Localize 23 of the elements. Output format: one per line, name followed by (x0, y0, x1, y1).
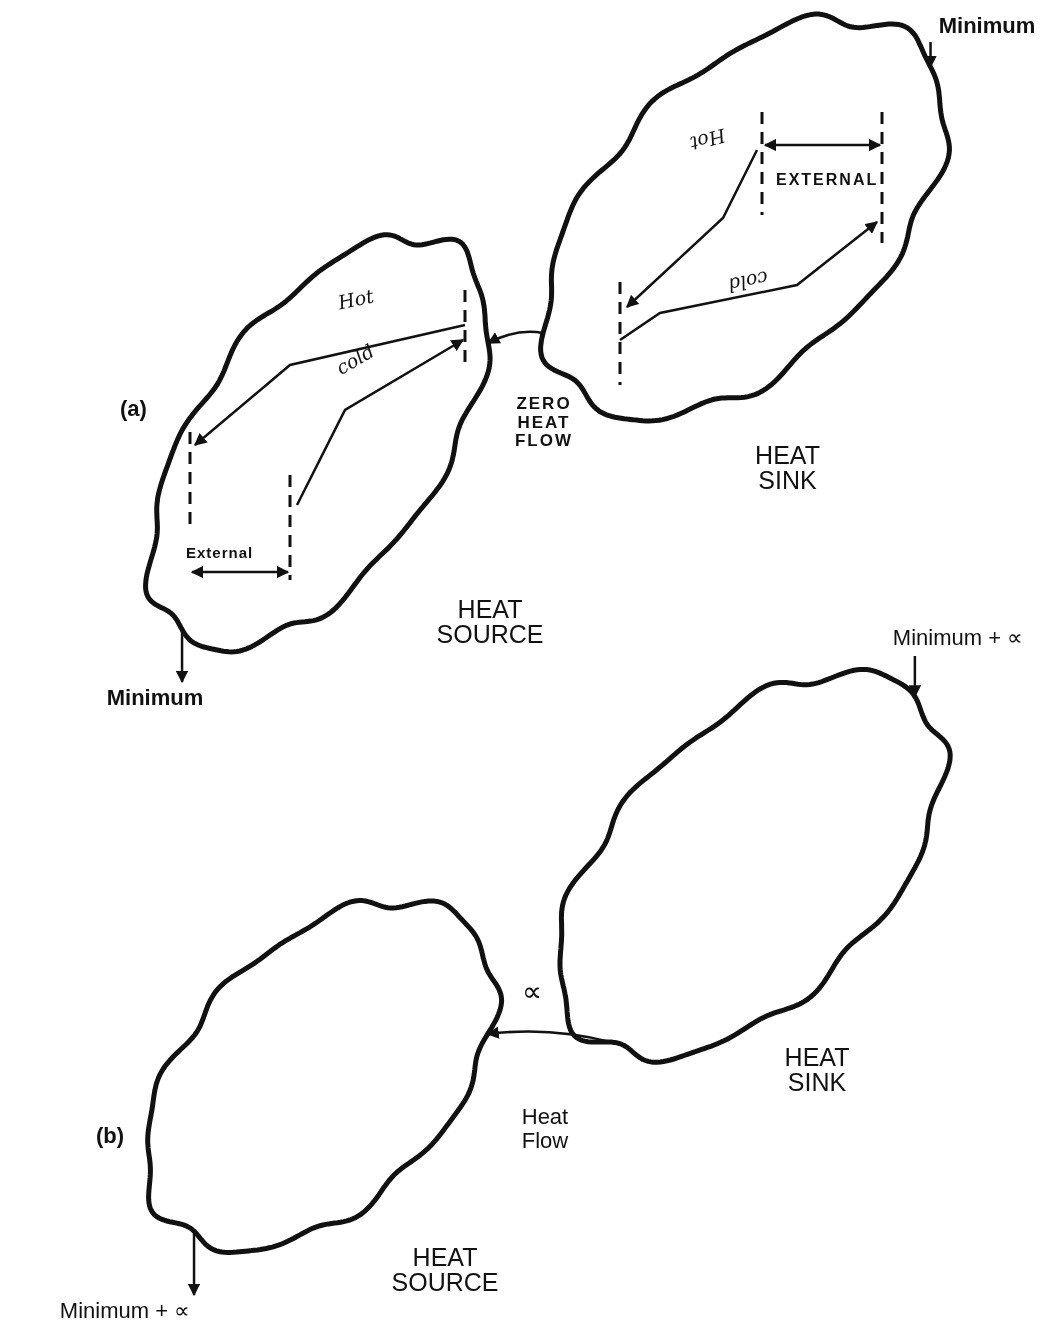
arrow (187, 1231, 201, 1297)
arrow (486, 1026, 612, 1044)
curve-label: Hot (688, 125, 728, 154)
panel-label: (a) (120, 398, 147, 420)
curve-label: Hot (336, 286, 376, 313)
arrow (908, 656, 922, 698)
flow-label: Minimum + ∝ (50, 1295, 200, 1327)
curve-label: cold (726, 268, 770, 295)
arrow (487, 330, 544, 345)
region-label: HEAT SINK (754, 443, 821, 493)
flow-label: Minimum + ∝ (862, 620, 1054, 656)
region-label: HEAT SOURCE (435, 597, 545, 647)
flow-annotation: Heat Flow (520, 1105, 570, 1154)
curve-label: cold (332, 341, 378, 378)
dimension-label: External (186, 545, 254, 560)
flow-annotation: ZERO HEAT FLOW (513, 395, 574, 452)
flow-label: Minimum (90, 682, 220, 714)
dimension-label: EXTERNAL (776, 172, 879, 188)
arrow (175, 629, 189, 684)
flow-label: Minimum (922, 10, 1052, 42)
region-label: HEAT SOURCE (390, 1245, 500, 1295)
region-label: HEAT SINK (783, 1045, 851, 1095)
panel-label: (b) (96, 1125, 125, 1147)
